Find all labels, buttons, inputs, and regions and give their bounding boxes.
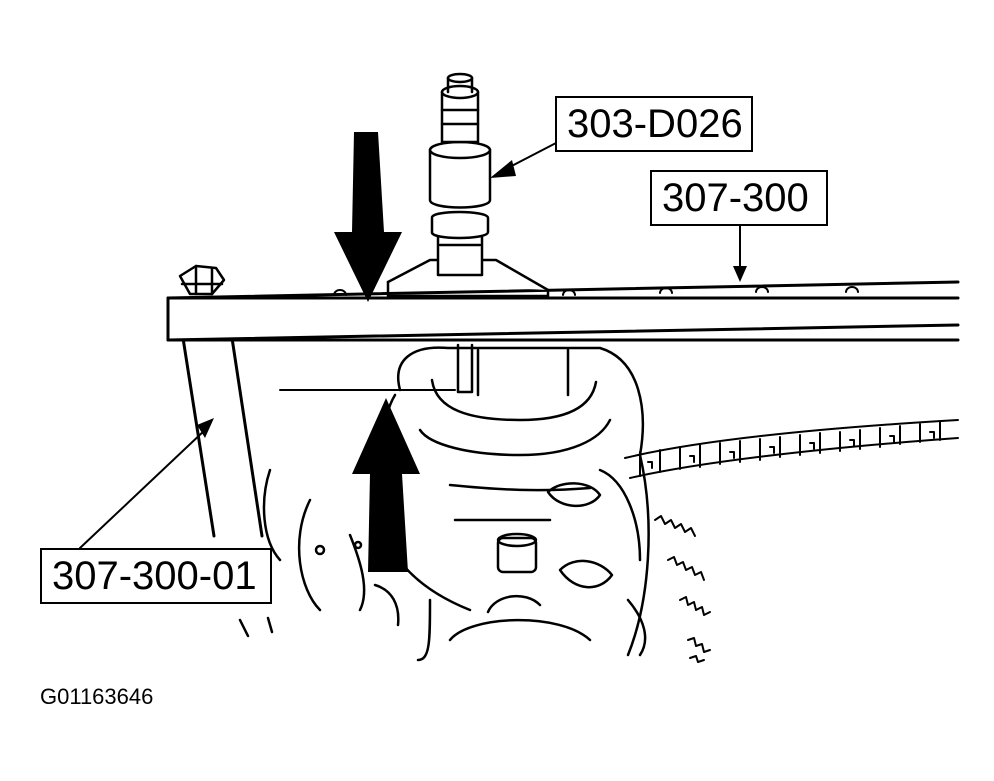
leader-lines [79,142,741,549]
tool-bar [166,280,960,342]
sprocket-teeth [654,515,711,663]
press-down-arrow [334,132,402,302]
camshaft-sprocket-assembly [238,343,650,662]
bar-holes [333,286,859,296]
leader-arrowheads [197,160,747,438]
callout-307-300: 307-300 [650,170,828,226]
timing-chain [624,419,959,479]
figure-id: G01163646 [40,684,154,709]
callout-303-d026: 303-D026 [555,96,753,152]
forcing-screw [386,72,550,298]
press-up-arrow [352,398,420,572]
callout-307-300-01: 307-300-01 [40,548,272,604]
holding-leg [181,336,264,538]
bolt-head [178,264,226,296]
